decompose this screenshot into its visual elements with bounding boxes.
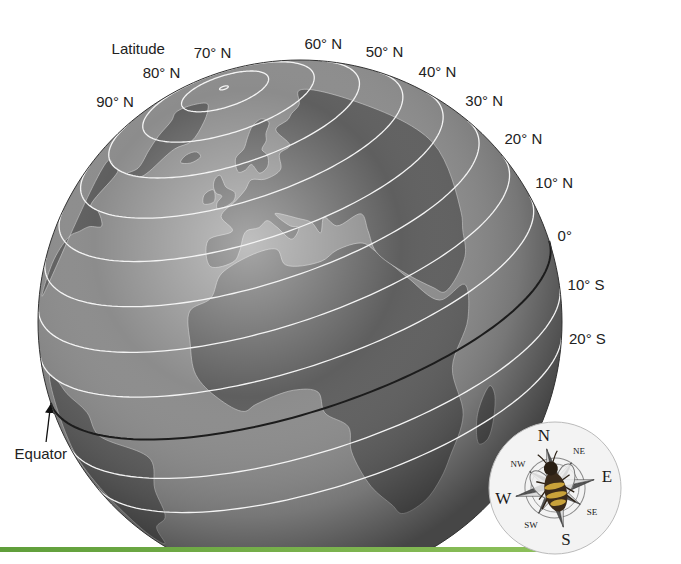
leader-arrow xyxy=(46,405,51,442)
bee-antenna xyxy=(538,453,547,465)
latitude-label: 20° S xyxy=(569,330,606,347)
bee-antenna xyxy=(550,451,559,463)
latitude-label: 20° N xyxy=(505,130,543,147)
latitude-line xyxy=(40,196,534,397)
bee-body xyxy=(541,470,571,514)
compass-direction: NE xyxy=(573,446,585,456)
latitude-line xyxy=(81,72,403,218)
compass-direction: S xyxy=(561,530,570,550)
compass-disc xyxy=(489,422,621,554)
latitude-line xyxy=(109,61,360,178)
bee-stripe xyxy=(550,498,567,507)
globe-rim xyxy=(38,60,562,547)
compass-direction: SW xyxy=(524,520,538,530)
bee-stripe xyxy=(544,481,566,491)
green-rule xyxy=(0,547,545,552)
latitude-label: 40° N xyxy=(419,63,457,80)
compass-rose xyxy=(489,422,621,554)
compass-direction: N xyxy=(538,426,550,446)
compass-direction: NW xyxy=(511,459,526,469)
latitude-label: 60° N xyxy=(304,35,342,52)
compass-direction: SE xyxy=(587,507,598,517)
latitude-line xyxy=(143,62,314,142)
latitude-label: 30° N xyxy=(465,92,503,109)
latitude-line xyxy=(182,71,269,112)
compass-direction: W xyxy=(495,489,511,509)
latitude-label: 0° xyxy=(558,227,572,244)
latitude-label: 50° N xyxy=(366,43,404,60)
latitude-line xyxy=(220,86,229,90)
latitude-label: 80° N xyxy=(143,64,181,81)
axis-title: Latitude xyxy=(112,40,165,57)
latitude-line xyxy=(51,241,551,440)
globe xyxy=(38,60,562,547)
latitude-label: 90° N xyxy=(96,93,134,110)
latitude-line xyxy=(59,92,443,261)
globe-sea xyxy=(38,60,562,547)
leader-lines xyxy=(46,405,51,442)
equator-label: Equator xyxy=(15,445,68,462)
compass-direction: E xyxy=(602,467,612,487)
bee-stripe xyxy=(546,490,568,500)
latitude-line xyxy=(38,156,509,352)
latitude-label: 70° N xyxy=(194,44,232,61)
latitude-label: 10° N xyxy=(535,174,573,191)
latitude-label: 10° S xyxy=(568,276,605,293)
compass-ring xyxy=(519,452,590,523)
globe-shading xyxy=(38,60,562,547)
